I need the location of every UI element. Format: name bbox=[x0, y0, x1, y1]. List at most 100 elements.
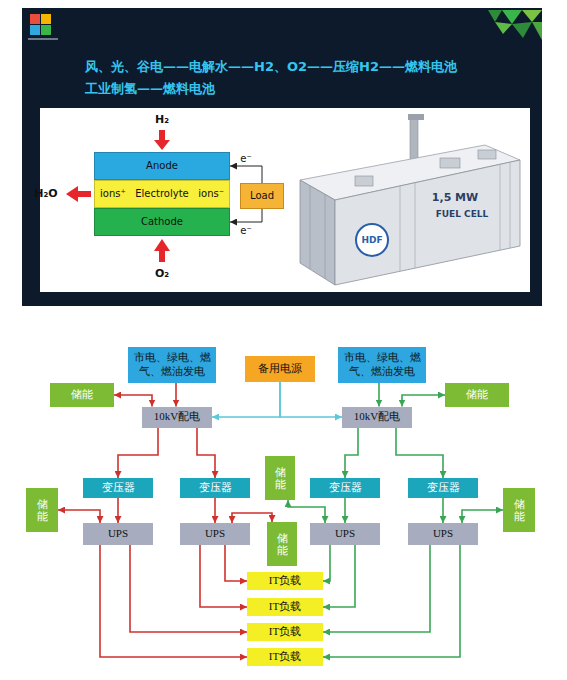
roof-unit bbox=[355, 176, 373, 186]
logo-icon bbox=[28, 14, 58, 39]
connector bbox=[345, 428, 358, 479]
node-text: 储能 bbox=[275, 466, 286, 490]
gas-label: H₂O bbox=[34, 188, 57, 201]
distribution-box: 10kV配电 bbox=[142, 407, 212, 428]
node-text: 变压器 bbox=[102, 481, 135, 495]
cathode-layer: Cathode bbox=[94, 208, 230, 236]
storage-box: 储能 bbox=[50, 383, 114, 407]
node-text: IT负载 bbox=[269, 625, 301, 639]
connector bbox=[396, 428, 443, 479]
node-text: IT负载 bbox=[269, 650, 301, 664]
storage-box: 储能 bbox=[445, 383, 509, 407]
node-text: Anode bbox=[146, 160, 178, 173]
edge-label: e⁻ bbox=[239, 225, 252, 236]
connector bbox=[214, 498, 216, 523]
container-end bbox=[300, 180, 335, 285]
connector bbox=[230, 166, 262, 183]
ups-box: UPS bbox=[408, 523, 478, 545]
connector bbox=[323, 545, 460, 657]
electrolyte-layer: ions⁺ Electrolyte ions⁻ bbox=[94, 180, 230, 208]
oxygen-arrow bbox=[154, 239, 170, 262]
node-text: 储能 bbox=[466, 388, 488, 402]
rib-line bbox=[400, 186, 401, 271]
connector bbox=[442, 498, 444, 523]
node-text: UPS bbox=[108, 527, 128, 541]
corner-triangles bbox=[488, 10, 542, 40]
storage-box: 储能 bbox=[267, 522, 297, 566]
triangle bbox=[495, 22, 512, 34]
transformer-box: 变压器 bbox=[83, 478, 153, 498]
node-text: IT负载 bbox=[269, 574, 301, 588]
connector bbox=[118, 428, 158, 479]
product-label: FUEL CELL bbox=[434, 209, 491, 219]
transformer-box: 变压器 bbox=[310, 478, 380, 498]
connector bbox=[200, 545, 247, 607]
roof-unit bbox=[478, 150, 496, 159]
logo-square bbox=[41, 14, 51, 24]
backup-power-box: 备用电源 bbox=[245, 356, 315, 382]
connector bbox=[323, 545, 330, 581]
connector bbox=[130, 545, 247, 632]
ups-box: UPS bbox=[83, 523, 153, 545]
brand-circle bbox=[356, 224, 388, 256]
connector bbox=[402, 395, 445, 407]
node-text: 变压器 bbox=[427, 481, 460, 495]
it-load-box: IT负载 bbox=[247, 572, 323, 590]
triangle bbox=[532, 22, 542, 40]
connector bbox=[288, 500, 325, 523]
connector bbox=[462, 510, 503, 523]
rib-line bbox=[415, 183, 416, 268]
ups-box: UPS bbox=[180, 523, 250, 545]
distribution-box: 10kV配电 bbox=[342, 407, 412, 428]
triangle bbox=[512, 22, 532, 38]
connector bbox=[117, 498, 119, 523]
it-load-box: IT负载 bbox=[247, 598, 323, 616]
connector bbox=[280, 382, 342, 417]
door-line bbox=[325, 194, 326, 279]
gas-label: H₂ bbox=[155, 114, 169, 127]
logo-rule bbox=[28, 39, 58, 40]
slide-title: 风、光、谷电——电解水——H2、O2——压缩H2——燃料电池 bbox=[85, 58, 457, 76]
white-panel bbox=[40, 108, 530, 292]
it-load-box: IT负载 bbox=[247, 623, 323, 641]
connector bbox=[58, 510, 100, 523]
roof-unit bbox=[440, 158, 460, 168]
transformer-box: 变压器 bbox=[180, 478, 250, 498]
node-text: UPS bbox=[335, 527, 355, 541]
connector bbox=[225, 545, 247, 581]
connector bbox=[232, 513, 272, 523]
connector bbox=[212, 382, 280, 417]
node-text: UPS bbox=[433, 527, 453, 541]
power-source-box: 市电、绿电、燃气、燃油发电 bbox=[128, 347, 216, 383]
node-text: Load bbox=[250, 190, 274, 203]
node-text: ions⁻ bbox=[198, 188, 224, 201]
connector bbox=[344, 498, 346, 523]
node-text: 变压器 bbox=[329, 481, 362, 495]
ups-box: UPS bbox=[310, 523, 380, 545]
node-text: Electrolyte bbox=[135, 188, 188, 201]
gas-label: O₂ bbox=[155, 268, 169, 281]
connector bbox=[175, 383, 177, 407]
rating-label: 1,5 MW bbox=[430, 192, 480, 205]
rib-line bbox=[510, 162, 511, 248]
node-text: 备用电源 bbox=[258, 362, 302, 376]
hydrogen-arrow bbox=[154, 130, 170, 150]
triangle bbox=[522, 10, 542, 22]
node-text: 变压器 bbox=[199, 481, 232, 495]
it-load-box: IT负载 bbox=[247, 648, 323, 666]
anode-layer: Anode bbox=[94, 152, 230, 180]
load-box: Load bbox=[240, 183, 284, 209]
logo-square bbox=[30, 25, 40, 35]
node-text: 市电、绿电、燃气、燃油发电 bbox=[342, 351, 422, 379]
connector bbox=[323, 545, 430, 632]
node-text: ions⁺ bbox=[100, 188, 126, 201]
connector bbox=[230, 209, 262, 222]
chimney-cap bbox=[408, 114, 424, 120]
connector bbox=[197, 428, 215, 479]
edge-label: e⁻ bbox=[239, 153, 252, 164]
transformer-box: 变压器 bbox=[408, 478, 478, 498]
connector bbox=[323, 545, 355, 607]
connector bbox=[100, 545, 247, 657]
node-text: 10kV配电 bbox=[154, 410, 200, 424]
